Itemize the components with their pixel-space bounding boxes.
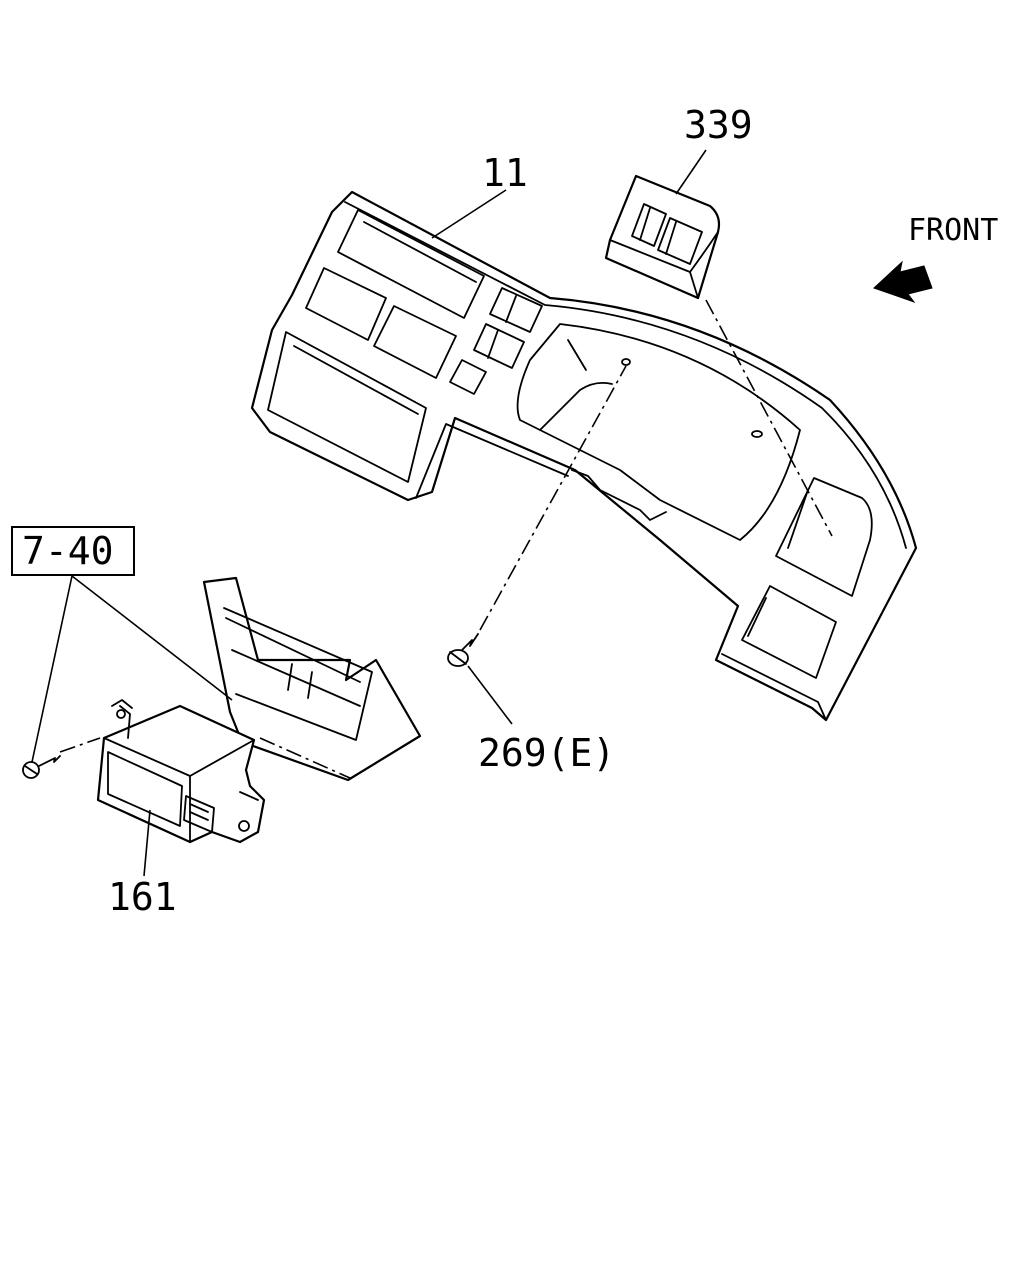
instrument-panel-part xyxy=(250,190,918,722)
callout-radio-unit: 161 xyxy=(108,875,177,919)
screw-right xyxy=(447,633,479,667)
radio-unit-part xyxy=(96,699,266,844)
callout-reference-box: 7-40 xyxy=(11,526,135,576)
front-direction-indicator: FRONT xyxy=(873,213,998,304)
callout-panel: 11 xyxy=(482,151,528,195)
callout-screw-right: 269(E) xyxy=(478,731,615,775)
screw-left xyxy=(22,755,61,779)
leader-lines xyxy=(31,149,833,877)
callout-ref: 7-40 xyxy=(22,529,114,573)
callout-switch-bezel: 339 xyxy=(684,103,753,147)
switch-bezel-part xyxy=(604,174,721,300)
front-arrow-icon xyxy=(873,260,933,304)
front-label: FRONT xyxy=(908,213,998,248)
